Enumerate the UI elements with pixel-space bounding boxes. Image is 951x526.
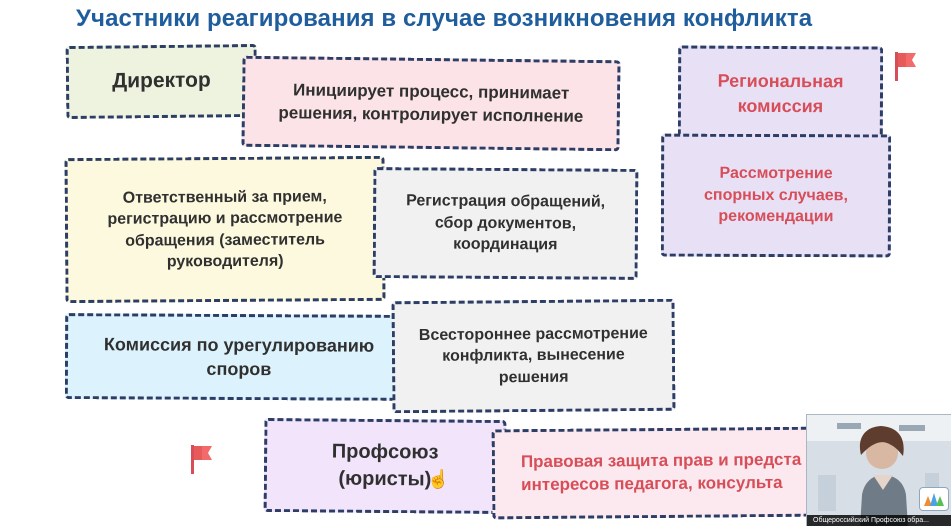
director-role-box: Инициирует процесс, принимает решения, к… xyxy=(241,55,621,152)
union-text: Профсоюз (юристы) xyxy=(331,440,439,491)
dispute-commission-role-box: Всестороннее рассмотрение конфликта, вын… xyxy=(391,298,676,414)
union-logo-icon xyxy=(919,487,949,511)
union-role-box: Правовая защита прав и предста интересов… xyxy=(491,426,823,520)
dispute-commission-role-text: Всестороннее рассмотрение конфликта, вын… xyxy=(418,324,648,387)
regional-commission-text: Региональная комиссия xyxy=(717,71,844,116)
director-role-text: Инициирует процесс, принимает решения, к… xyxy=(278,80,584,126)
director-label: Директор xyxy=(112,68,211,93)
regional-commission-role-text: Рассмотрение спорных случаев, рекомендац… xyxy=(704,165,848,226)
director-box: Директор xyxy=(65,44,258,119)
speaker-video-overlay: Общероссийский Профсоюз обра... xyxy=(806,414,951,526)
hand-pointer-icon: ☝ xyxy=(427,469,450,489)
responsible-text: Ответственный за прием, регистрацию и ра… xyxy=(107,187,343,271)
dispute-commission-text: Комиссия по урегулированию споров xyxy=(103,334,375,380)
video-caption: Общероссийский Профсоюз обра... xyxy=(807,515,951,526)
responsible-role-text: Регистрация обращений, сбор документов, … xyxy=(406,192,606,254)
slide-title: Участники реагирования в случае возникно… xyxy=(76,5,813,32)
union-box: Профсоюз (юристы) xyxy=(263,417,507,515)
red-flag-icon xyxy=(895,52,916,81)
regional-commission-box: Региональная комиссия xyxy=(677,45,884,142)
red-flag-icon xyxy=(191,445,212,474)
responsible-box: Ответственный за прием, регистрацию и ра… xyxy=(64,155,386,304)
regional-commission-role-box: Рассмотрение спорных случаев, рекомендац… xyxy=(660,133,892,258)
responsible-role-box: Регистрация обращений, сбор документов, … xyxy=(372,167,639,280)
dispute-commission-box: Комиссия по урегулированию споров xyxy=(64,313,414,401)
union-role-text: Правовая защита прав и предста интересов… xyxy=(520,449,802,495)
